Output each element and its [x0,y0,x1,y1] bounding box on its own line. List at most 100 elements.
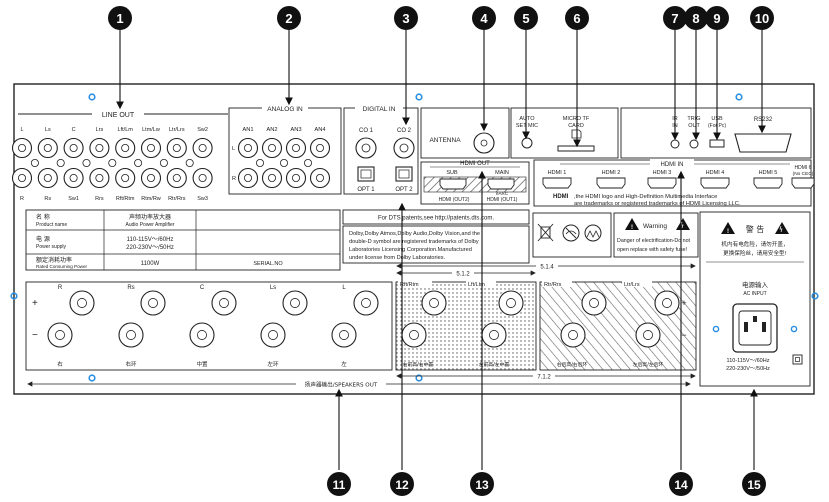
line-out-top-jack[interactable] [11,137,33,159]
line-out-top-jack[interactable] [192,137,213,159]
line-out-top-jack-center [69,143,78,153]
line-out-bottom-jack[interactable] [63,167,84,189]
zone-lft-label: Lft/Ltm [468,282,485,288]
warning-title: Warning [643,223,667,230]
coax-2-jack[interactable] [393,137,415,159]
hdmi-out-sub-label: SUB [446,170,458,176]
analog-in-side-r: R [232,176,236,182]
line-out-bottom-jack[interactable] [140,167,162,189]
spec-name-value-cn: 声频功率放大器 [129,213,171,221]
dts-notice: For DTS patents,see http://patents.dts.c… [378,216,494,222]
line-out-top-label: Ls [45,127,51,133]
speaker-minus-terminal[interactable] [331,322,357,348]
line-out-bottom-jack-center [121,173,130,183]
hdmi-in-port[interactable] [753,177,783,189]
line-out-top-jack-center [17,143,27,153]
analog-in-label: AN4 [314,127,326,133]
speaker-minus-terminal[interactable] [47,322,73,348]
coax-1-jack[interactable] [355,137,377,159]
line-out-top-jack[interactable] [115,137,136,159]
analog-in-left-jack[interactable] [237,137,259,159]
line-out-top-jack[interactable] [166,137,187,159]
spec-table: 名 称 Product name 声频功率放大器 Audio Power Amp… [25,209,341,271]
auto-setmic-jack[interactable] [521,137,533,149]
zone-speaker-terminal[interactable] [401,322,427,348]
hdmi-out-2-label: HDMI (OUT2) [439,197,470,203]
speaker-plus-terminal-center [361,298,371,308]
zone-speaker-terminal[interactable] [481,322,507,348]
speaker-plus-terminal[interactable] [282,290,308,316]
zone-rft-cn: 右前高/右中置 [403,361,434,368]
speaker-minus-terminal[interactable] [260,322,286,348]
hdmi-in-port[interactable] [596,177,626,189]
notice-boxes: For DTS patents,see http://patents.dts.c… [342,209,530,264]
line-out-bottom-jack-center [69,173,78,183]
line-out-top-jack[interactable] [37,137,58,159]
spec-power-cn: 电 源 [36,235,50,243]
hdmi-in-port[interactable] [700,177,730,189]
line-out-bottom-jack[interactable] [37,167,58,189]
speaker-plus-terminal[interactable] [353,290,379,316]
line-out-bottom-jack[interactable] [192,167,213,189]
line-out-bottom-jack-center [172,173,181,183]
speakers-out-footer: 扬声器输出/SPEAKERS OUT [305,381,378,389]
analog-in-right-jack[interactable] [261,167,283,189]
rs232-port[interactable] [734,133,792,153]
analog-in-left-jack-center [315,143,325,153]
callout-number: 7 [671,11,678,26]
zone-ltr-label: Ltr/Lrs [624,282,640,288]
analog-in-left-jack[interactable] [261,137,283,159]
hdmi-out-1-port[interactable] [487,178,515,190]
hdmi-in-6-port[interactable] [791,177,815,189]
analog-in-right-jack[interactable] [237,167,259,189]
analog-in-left-jack-center [267,143,277,153]
hdmi-out-2-port[interactable] [439,178,467,190]
analog-in-right-jack[interactable] [285,167,307,189]
analog-in-screw [303,158,312,167]
ac-input-socket[interactable] [732,303,778,353]
dimension-lines: 5.1.2 5.1.4 7.1.2 扬声器输出/SPEAKERS OUT [27,262,696,389]
coax-1-label: CO 1 [359,128,374,134]
analog-in-left-jack-center [291,143,301,153]
zone-speaker-terminal[interactable] [421,290,447,316]
usb-port[interactable] [709,139,725,148]
zone-speaker-terminal[interactable] [654,290,680,316]
optical-2-jack[interactable] [395,166,413,182]
hdmi-notice-1: ,the HDMI logo and High-Definition Multi… [574,194,717,200]
optical-1-jack[interactable] [357,166,375,182]
line-out-top-label: C [72,127,76,133]
zone-speaker-terminal[interactable] [635,322,661,348]
callout-badge [390,472,414,496]
speaker-minus-terminal[interactable] [118,322,144,348]
line-out-bottom-jack[interactable] [11,167,33,189]
speaker-minus-terminal[interactable] [189,322,215,348]
line-out-top-jack[interactable] [140,137,162,159]
speaker-label: L [342,285,346,291]
speaker-minus-terminal-center [55,330,65,340]
speaker-plus-terminal[interactable] [140,290,166,316]
line-out-bottom-jack[interactable] [166,167,187,189]
micro-tf-slot[interactable] [557,145,595,152]
trig-out-jack[interactable] [689,139,699,149]
dolby-notice-3: Laboratories Licensing Corporation.Manuf… [349,247,472,253]
ir-in-jack[interactable] [670,139,680,149]
hdmi-in-port[interactable] [542,177,572,189]
line-out-bottom-jack[interactable] [89,167,110,189]
zone-speaker-terminal[interactable] [581,290,607,316]
antenna-jack[interactable] [473,132,495,154]
line-out-top-jack[interactable] [89,137,110,159]
analog-in-left-jack[interactable] [309,137,331,159]
line-out-top-jack[interactable] [63,137,84,159]
zone-speaker-terminal[interactable] [560,322,586,348]
analog-in-left-jack[interactable] [285,137,307,159]
hdmi-in-label: HDMI 5 [759,170,778,176]
line-out-bottom-jack[interactable] [115,167,136,189]
dim-512: 5.1.2 [456,272,470,278]
line-out-screw [82,158,91,167]
zone-speaker-terminal[interactable] [498,290,524,316]
hdmi-in-port[interactable] [647,177,677,189]
analog-in-right-jack[interactable] [309,167,331,189]
speaker-plus-terminal[interactable] [69,290,95,316]
hdmi-out-1-label: HDMI (OUT1) [487,197,518,203]
speaker-plus-terminal[interactable] [211,290,237,316]
